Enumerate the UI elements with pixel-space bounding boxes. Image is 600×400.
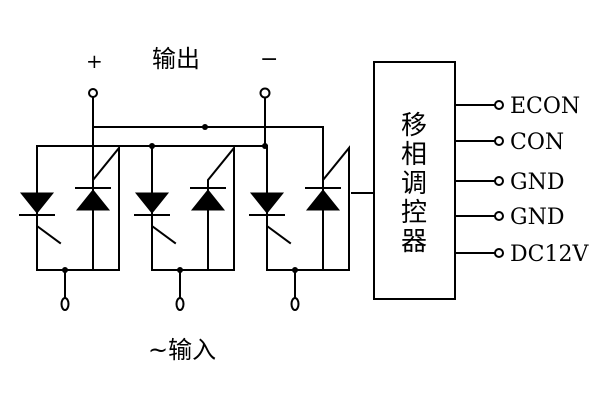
terminal-node <box>494 176 504 186</box>
controller-char: 调 <box>401 169 427 199</box>
module-left-rail <box>36 145 94 271</box>
output-plus-sign: + <box>86 49 103 73</box>
ac-input-terminal <box>175 297 185 311</box>
plus-bus-wire <box>92 126 324 194</box>
junction-dot <box>292 267 298 273</box>
controller-char: 移 <box>401 111 427 141</box>
thyristor-symbol <box>305 189 341 211</box>
input-label: ~输入 <box>148 336 216 364</box>
controller-char: 控 <box>401 198 427 228</box>
terminal-label-gnd: GND <box>510 205 564 230</box>
plus-output-terminal <box>88 88 98 98</box>
output-label: 输出 <box>152 45 200 73</box>
thyristor-modules <box>19 145 350 311</box>
terminal-label-econ: ECON <box>510 94 580 119</box>
minus-output-terminal <box>259 87 271 99</box>
terminal-node <box>494 211 504 221</box>
module-left-rail <box>151 145 209 271</box>
terminal-node <box>494 136 504 146</box>
terminal-node <box>494 100 504 110</box>
diode-symbol <box>249 192 285 214</box>
controller-char: 器 <box>401 227 427 257</box>
output-minus-sign: − <box>260 47 278 72</box>
diode-symbol <box>19 192 55 214</box>
thyristor-symbol <box>190 189 226 211</box>
controller-terminals: ECON CON GND GND DC12V <box>454 94 589 267</box>
controller-char: 相 <box>401 140 427 170</box>
junction-dot <box>62 267 68 273</box>
gate-lead <box>322 145 350 271</box>
diode-symbol <box>134 192 170 214</box>
terminal-label-con: CON <box>510 130 564 155</box>
gate-lead <box>92 145 120 271</box>
ac-input-terminal <box>290 297 300 311</box>
terminal-label-dc12v: DC12V <box>510 242 589 267</box>
gate-lead <box>36 214 62 245</box>
gate-lead <box>266 214 292 245</box>
junction-dot <box>202 124 208 130</box>
terminal-node <box>494 248 504 258</box>
gate-lead <box>207 145 235 271</box>
junction-dot <box>177 267 183 273</box>
thyristor-symbol <box>75 189 111 211</box>
module-left-rail <box>266 145 324 271</box>
ac-input-terminal <box>60 297 70 311</box>
terminal-label-gnd: GND <box>510 170 564 195</box>
gate-lead <box>151 214 177 245</box>
